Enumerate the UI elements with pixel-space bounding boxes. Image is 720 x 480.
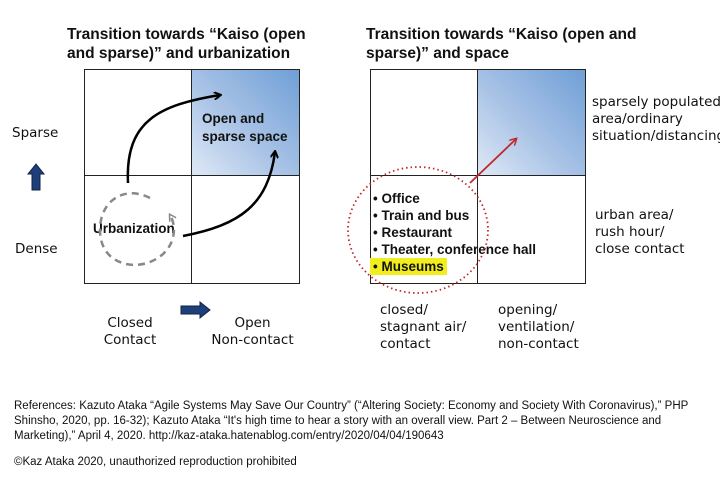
venue-list: • Office • Train and bus • Restaurant • …	[370, 190, 537, 276]
references: References: Kazuto Ataka “Agile Systems …	[14, 400, 689, 442]
x-label-open: Open Non-contact	[205, 315, 300, 349]
right-cell-top-left	[370, 69, 479, 177]
right-cell-bottom-right	[477, 175, 586, 284]
col-right-line3: non-contact	[498, 336, 579, 352]
row-label-dense: urban area/ rush hour/ close contact	[595, 207, 685, 258]
right-cell-top-right	[477, 69, 586, 177]
x-label-open-line1: Open	[234, 315, 271, 331]
col-left-line3: contact	[380, 336, 431, 352]
x-label-closed-line2: Contact	[103, 332, 157, 348]
row-top-line3: situation/distancing	[592, 128, 720, 144]
row-label-sparse: sparsely populated area/ordinary situati…	[592, 94, 720, 145]
left-cell-top-left	[84, 69, 193, 177]
venue-item: • Restaurant	[373, 225, 452, 240]
row-bottom-line3: close contact	[595, 241, 685, 257]
col-right-line1: opening/	[498, 302, 558, 318]
col-label-open: opening/ ventilation/ non-contact	[498, 302, 579, 353]
row-bottom-line2: rush hour/	[595, 224, 665, 240]
x-label-closed: Closed Contact	[100, 315, 160, 349]
left-cell-top-right	[191, 69, 300, 177]
open-sparse-line2: sparse space	[202, 129, 288, 144]
dotted-highlight-circle	[347, 166, 489, 294]
open-sparse-label: Open and sparse space	[202, 110, 288, 146]
col-left-line2: stagnant air/	[380, 319, 467, 335]
right-title: Transition towards “Kaiso (open and spar…	[366, 26, 637, 62]
venue-item-highlighted: • Museums	[370, 258, 447, 275]
sparse-up-arrow-icon	[26, 163, 46, 191]
x-label-closed-line1: Closed	[107, 315, 153, 331]
open-sparse-line1: Open and	[202, 111, 265, 126]
left-title: Transition towards “Kaiso (open and spar…	[67, 26, 306, 62]
urbanization-label: Urbanization	[93, 221, 175, 236]
curved-arrow-from-urbanization	[182, 152, 275, 238]
curved-arrow-to-open	[126, 95, 220, 184]
venue-item: • Theater, conference hall	[373, 242, 537, 257]
col-right-line2: ventilation/	[498, 319, 575, 335]
open-right-arrow-icon	[180, 300, 211, 320]
x-label-open-line2: Non-contact	[211, 332, 294, 348]
row-top-line2: area/ordinary	[592, 111, 683, 127]
row-top-line1: sparsely populated	[592, 94, 720, 110]
y-label-dense: Dense	[15, 241, 58, 257]
red-arrow-to-sparse	[469, 139, 516, 184]
row-bottom-line1: urban area/	[595, 207, 674, 223]
venue-item: • Office	[373, 191, 420, 206]
col-label-closed: closed/ stagnant air/ contact	[380, 302, 466, 353]
copyright: ©Kaz Ataka 2020, unauthorized reproducti…	[14, 456, 297, 468]
venue-item: • Train and bus	[373, 208, 470, 223]
y-label-sparse: Sparse	[12, 125, 59, 141]
col-left-line1: closed/	[380, 302, 428, 318]
urbanization-cycle-arrow	[98, 192, 174, 267]
